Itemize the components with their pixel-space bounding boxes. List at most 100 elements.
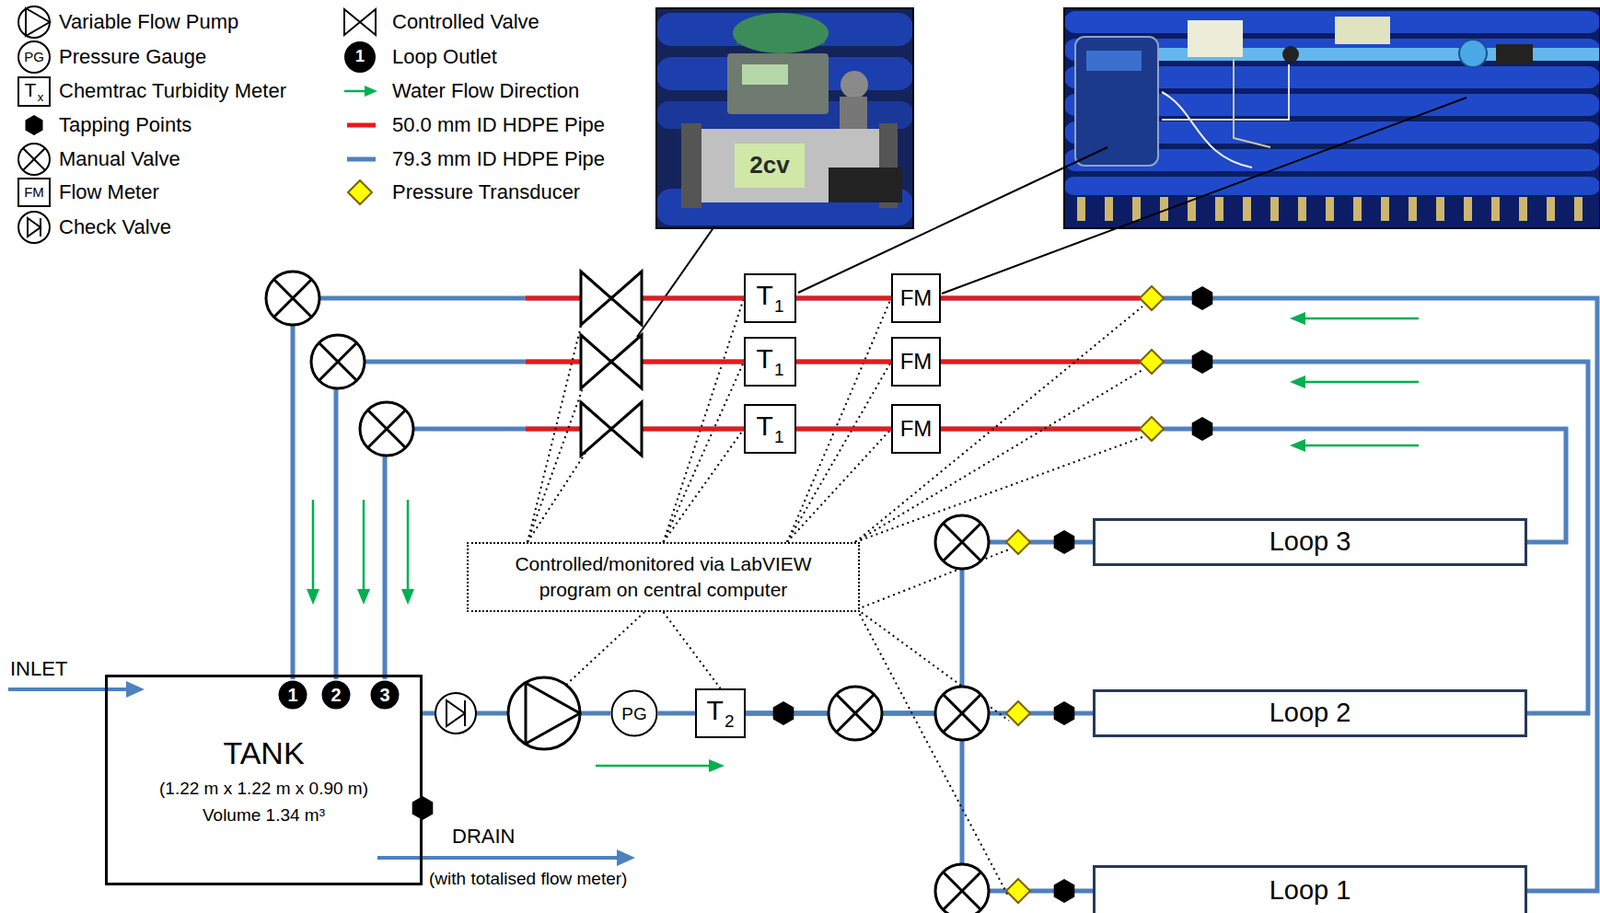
meter-photo xyxy=(1161,64,1289,120)
legend-text: Water Flow Direction xyxy=(392,79,580,104)
node-text: FM xyxy=(900,417,933,441)
legend-text: 50.0 mm ID HDPE Pipe xyxy=(392,113,605,138)
legend-sample xyxy=(344,9,376,35)
meter-photo xyxy=(1495,44,1533,65)
loop-outlet-circle: 3 xyxy=(369,679,401,711)
legend-sample xyxy=(23,148,46,171)
tank-title: TANK xyxy=(222,734,304,772)
flow-direction-arrow xyxy=(595,765,711,768)
legend-sample xyxy=(18,6,378,244)
circle-outline xyxy=(278,681,308,710)
flow-direction-arrow xyxy=(312,499,315,592)
meter-photo xyxy=(1064,176,1600,196)
flow-direction-arrow xyxy=(1289,312,1306,325)
pump-symbol xyxy=(525,683,580,744)
legend-sample xyxy=(18,77,50,106)
node-text: 2 xyxy=(330,685,341,705)
drain-arrow xyxy=(377,849,636,867)
legend-sample xyxy=(344,41,376,73)
manual-valve-symbol xyxy=(935,686,989,741)
circle-outline xyxy=(322,681,351,710)
photo-leader-line xyxy=(941,97,1467,294)
pressure-transducer-symbol xyxy=(1139,286,1164,311)
flow-direction-arrow xyxy=(306,589,320,605)
loop-outlet-circle: 2 xyxy=(320,679,352,711)
node-text: Loop 2 xyxy=(1269,698,1352,729)
valve-photo xyxy=(656,8,914,229)
symbol-letter: T xyxy=(24,78,37,102)
tapping-point-symbol xyxy=(773,701,795,726)
symbol-letters: FM xyxy=(23,184,45,201)
pressure-transducer-symbol xyxy=(1139,349,1164,374)
flow-direction-arrow xyxy=(406,499,410,592)
legend-sample xyxy=(364,85,378,97)
legend-sample xyxy=(347,180,372,205)
control-signal-line xyxy=(857,609,1009,898)
control-note-box: Controlled/monitored via LabVIEW program… xyxy=(466,542,860,613)
flow-direction-arrow xyxy=(1289,375,1306,389)
legend-sample xyxy=(18,211,50,244)
flow-direction-arrow xyxy=(708,759,725,773)
pressure-transducer-symbol xyxy=(1006,530,1031,555)
flow-direction-arrow xyxy=(401,589,415,605)
inlet-label: INLET xyxy=(10,657,68,682)
circle-outline xyxy=(612,691,658,737)
legend-sample xyxy=(18,41,50,73)
symbol-letter: T xyxy=(756,343,774,374)
valve-photo xyxy=(656,8,914,229)
symbol-subscript: 2 xyxy=(724,711,735,731)
controlled-valve-symbol xyxy=(580,402,642,456)
legend-text: Pressure Gauge xyxy=(58,45,207,70)
turbidity-meter-box: T2 xyxy=(695,688,746,739)
valve-photo xyxy=(681,123,702,209)
meter-photo xyxy=(1064,8,1600,229)
legend-sample xyxy=(344,90,367,93)
loop-outlet-circle: 1 xyxy=(277,679,309,711)
legend-sample xyxy=(18,178,50,207)
symbol-letters: PG xyxy=(23,48,45,66)
drain-arrow xyxy=(616,849,636,867)
flow-direction-arrow xyxy=(1303,317,1419,321)
tapping-point-symbol xyxy=(1054,879,1076,904)
pump-symbol xyxy=(508,677,580,750)
valve-photo xyxy=(742,64,789,85)
legend-text: Loop Outlet xyxy=(392,45,498,70)
check-valve-symbol xyxy=(435,693,476,734)
control-signal-line xyxy=(566,612,645,685)
tank-box: TANK(1.22 m x 1.22 m x 0.90 m)Volume 1.3… xyxy=(104,674,423,886)
tapping-point-symbol xyxy=(1192,349,1214,374)
symbol-text-group: T1 xyxy=(756,412,785,446)
legend-sample xyxy=(344,9,360,35)
valve-photo xyxy=(727,53,829,115)
control-signal-line xyxy=(857,549,1009,610)
tank-detail: (1.22 m x 1.22 m x 0.90 m) xyxy=(159,775,369,802)
legend-sample xyxy=(27,218,41,237)
control-signal-line xyxy=(663,612,721,689)
legend-sample xyxy=(18,143,50,175)
controlled-valve-symbol xyxy=(580,271,642,325)
legend-sample xyxy=(18,211,50,244)
symbol-subscript: 1 xyxy=(774,296,785,316)
legend-text: Tapping Points xyxy=(58,113,192,138)
flow-meter-box: FM xyxy=(891,404,941,454)
symbol-subscript: 1 xyxy=(774,427,785,447)
control-signal-line xyxy=(663,428,745,543)
inlet-arrow xyxy=(8,687,129,692)
inlet-arrow xyxy=(8,681,145,698)
photo-leader-line xyxy=(637,226,715,337)
valve-photo xyxy=(828,167,903,203)
pipe-connector xyxy=(336,361,744,680)
pressure-transducer-symbol xyxy=(1139,417,1164,441)
meter-photo xyxy=(1334,16,1391,45)
valve-photo xyxy=(732,12,829,54)
pipe-connector xyxy=(292,298,744,680)
meter-photo xyxy=(1187,20,1243,58)
control-signal-line xyxy=(527,322,582,543)
meter-photo xyxy=(1282,46,1299,63)
legend-sample xyxy=(347,157,376,163)
flow-direction-arrow xyxy=(357,589,371,605)
legend-text: Chemtrac Turbidity Meter xyxy=(58,79,287,104)
check-valve-symbol xyxy=(446,700,465,727)
meter-photo xyxy=(1161,92,1253,168)
